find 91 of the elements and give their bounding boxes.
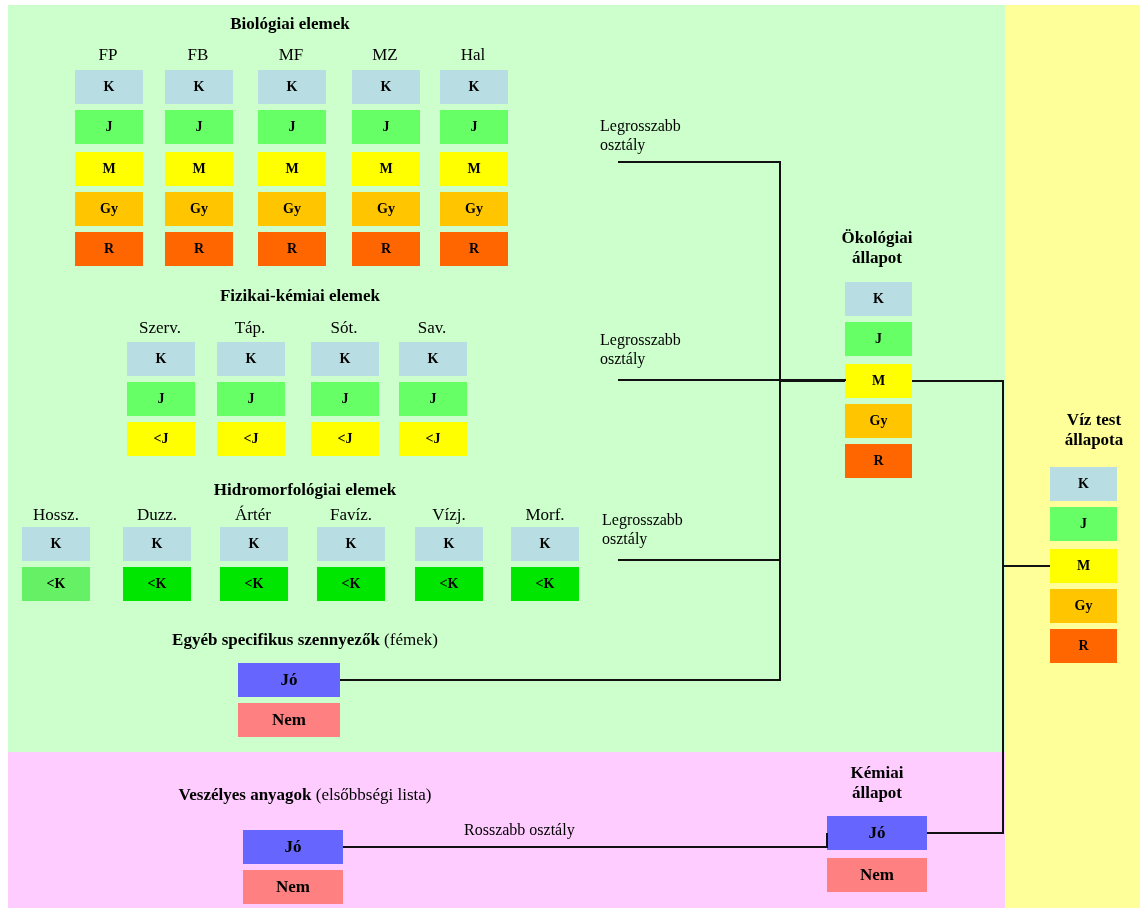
group-heading: Egyéb specifikus szennyezők (fémek) (171, 630, 439, 650)
class-box: Gy (352, 192, 420, 226)
class-box: <K (317, 567, 385, 601)
column-header: Szerv. (138, 318, 182, 338)
class-box: J (352, 110, 420, 144)
group-heading: Víz test állapota (1063, 410, 1125, 450)
class-box: J (440, 110, 508, 144)
column-header: Morf. (524, 505, 566, 525)
class-box: <K (511, 567, 579, 601)
class-box: K (123, 527, 191, 561)
group-heading: Hidromorfológiai elemek (212, 480, 398, 500)
class-box: K (127, 342, 195, 376)
class-box: K (1050, 467, 1117, 501)
class-box: K (220, 527, 288, 561)
class-box: <K (123, 567, 191, 601)
group-heading: Ökológiai állapot (840, 228, 914, 268)
class-box: J (845, 322, 912, 356)
class-box: K (440, 70, 508, 104)
class-box: Nem (238, 703, 340, 737)
class-box: M (845, 364, 912, 398)
class-box: M (165, 152, 233, 186)
class-box: Gy (1050, 589, 1117, 623)
class-box: Jó (243, 830, 343, 864)
class-box: <K (220, 567, 288, 601)
connector-line (342, 832, 828, 848)
class-box: J (75, 110, 143, 144)
column-header: Hal (459, 45, 487, 65)
class-box: K (311, 342, 379, 376)
connector-line (617, 379, 846, 382)
column-header: Favíz. (329, 505, 373, 525)
class-box: J (165, 110, 233, 144)
class-box: M (440, 152, 508, 186)
column-header: MF (277, 45, 305, 65)
class-box: R (165, 232, 233, 266)
column-header: Sav. (416, 318, 448, 338)
column-header: FB (186, 45, 210, 65)
class-box: Gy (258, 192, 326, 226)
group-heading: Biológiai elemek (229, 14, 351, 34)
class-box: J (217, 382, 285, 416)
class-box: Nem (827, 858, 927, 892)
class-box: <J (127, 422, 195, 456)
class-box: <J (217, 422, 285, 456)
class-box: K (352, 70, 420, 104)
class-box: K (165, 70, 233, 104)
column-header: Duzz. (135, 505, 179, 525)
class-box: R (75, 232, 143, 266)
column-header: MZ (371, 45, 399, 65)
group-heading: Kémiai állapot (849, 763, 905, 803)
class-box: Gy (165, 192, 233, 226)
class-box: K (845, 282, 912, 316)
class-box: K (317, 527, 385, 561)
class-box: K (75, 70, 143, 104)
class-box: R (258, 232, 326, 266)
class-box: <J (399, 422, 467, 456)
class-box: Jó (238, 663, 340, 697)
group-heading: Veszélyes anyagok (elsőbbségi lista) (177, 785, 433, 805)
class-box: K (399, 342, 467, 376)
column-header: Táp. (233, 318, 267, 338)
class-box: M (1050, 549, 1117, 583)
class-box: K (217, 342, 285, 376)
class-box: J (399, 382, 467, 416)
group-heading: Fizikai-kémiai elemek (218, 286, 382, 306)
class-box: J (1050, 507, 1117, 541)
class-box: R (845, 444, 912, 478)
class-box: K (511, 527, 579, 561)
class-box: Gy (75, 192, 143, 226)
class-box: J (127, 382, 195, 416)
column-header: Vízj. (431, 505, 467, 525)
edge-label: Rosszabb osztály (462, 820, 577, 839)
class-box: K (258, 70, 326, 104)
class-box: Gy (845, 404, 912, 438)
class-box: K (22, 527, 90, 561)
class-box: K (415, 527, 483, 561)
class-box: Gy (440, 192, 508, 226)
column-header: Hossz. (32, 505, 80, 525)
class-box: M (352, 152, 420, 186)
class-box: Nem (243, 870, 343, 904)
class-box: J (258, 110, 326, 144)
column-header: FP (97, 45, 119, 65)
class-box: <K (22, 567, 90, 601)
class-box: R (440, 232, 508, 266)
column-header: Ártér (234, 505, 272, 525)
class-box: J (311, 382, 379, 416)
class-box: <J (311, 422, 379, 456)
column-header: Sót. (329, 318, 359, 338)
class-box: R (1050, 629, 1117, 663)
class-box: M (75, 152, 143, 186)
class-box: <K (415, 567, 483, 601)
class-box: Jó (827, 816, 927, 850)
class-box: R (352, 232, 420, 266)
class-box: M (258, 152, 326, 186)
